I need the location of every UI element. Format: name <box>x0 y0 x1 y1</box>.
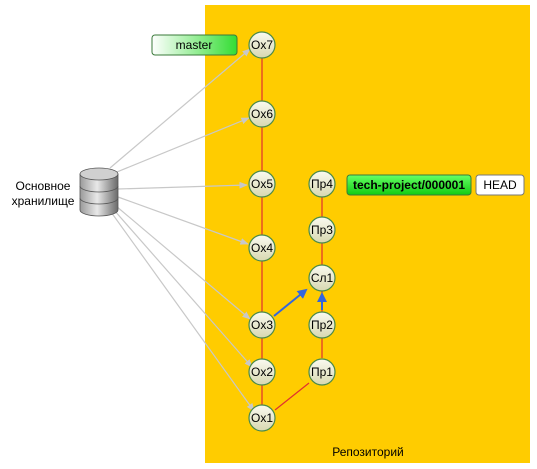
commit-ox5[interactable]: Ox5 <box>248 170 276 198</box>
commit-ox4[interactable]: Ox4 <box>248 234 276 262</box>
commit-pr4-label: Пр4 <box>311 177 333 191</box>
commit-ox6[interactable]: Ox6 <box>248 100 276 128</box>
storage-label-line2: хранилище <box>12 194 75 208</box>
commit-pr3[interactable]: Пр3 <box>308 216 336 244</box>
head-tag[interactable]: HEAD <box>475 174 525 196</box>
commit-ox2[interactable]: Ox2 <box>248 358 276 386</box>
commit-ox3-label: Ox3 <box>251 318 273 332</box>
commit-ox6-label: Ox6 <box>251 107 273 121</box>
commit-ox5-label: Ox5 <box>251 177 273 191</box>
commit-pr2-label: Пр2 <box>311 318 333 332</box>
repository-area <box>205 5 530 463</box>
import-arrow-ox2 <box>113 209 253 368</box>
repository-label: Репозиторий <box>332 445 404 459</box>
commit-pr1-label: Пр1 <box>311 365 333 379</box>
commit-ox3[interactable]: Ox3 <box>248 311 276 339</box>
master-tag[interactable]: master <box>151 34 238 56</box>
commit-pr2[interactable]: Пр2 <box>308 311 336 339</box>
import-arrow-ox1 <box>110 211 255 412</box>
database-icon <box>79 167 119 217</box>
head-tag-label: HEAD <box>483 178 517 192</box>
commit-ox1-label: Ox1 <box>251 411 273 425</box>
storage-label-line1: Основное <box>16 179 71 193</box>
commit-ox7-label: Ox7 <box>251 38 273 52</box>
commit-pr1[interactable]: Пр1 <box>308 358 336 386</box>
main-storage: Основное хранилище <box>12 167 119 217</box>
commit-ox1[interactable]: Ox1 <box>248 404 276 432</box>
commit-pr3-label: Пр3 <box>311 223 333 237</box>
merge-arrows <box>273 288 327 317</box>
import-arrow-ox3 <box>115 205 251 320</box>
branch-start-line <box>274 382 310 411</box>
commit-ox2-label: Ox2 <box>251 365 273 379</box>
import-arrow-ox5 <box>117 181 248 190</box>
commit-ox4-label: Ox4 <box>251 241 273 255</box>
import-arrow-ox4 <box>117 196 249 245</box>
commit-ox7[interactable]: Ox7 <box>248 31 276 59</box>
merge-arrow-ox3 <box>273 288 308 317</box>
tech-project-tag-label: tech-project/000001 <box>353 178 465 192</box>
tech-project-tag[interactable]: tech-project/000001 <box>346 174 472 196</box>
master-tag-label: master <box>176 38 213 52</box>
import-arrows <box>109 48 255 412</box>
import-arrow-ox6 <box>111 117 250 175</box>
commit-pr4[interactable]: Пр4 <box>308 170 336 198</box>
commit-merge1[interactable]: Сл1 <box>308 264 336 292</box>
import-arrow-ox7 <box>109 48 251 169</box>
commit-merge1-label: Сл1 <box>311 271 334 285</box>
